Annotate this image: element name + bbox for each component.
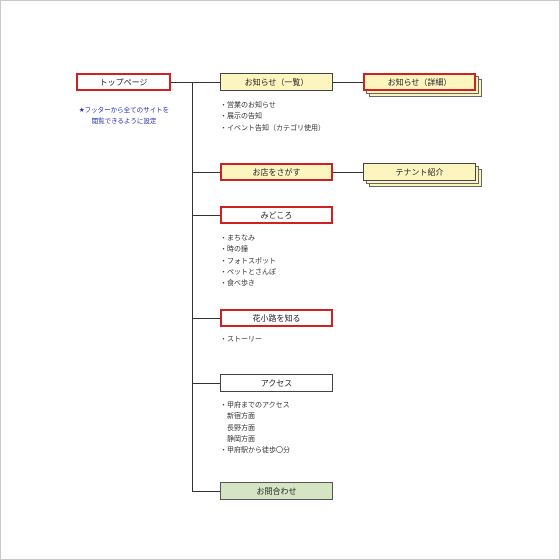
node-top-page: トップページ xyxy=(76,73,171,91)
connector-to-highlights xyxy=(192,215,220,216)
about-list: ・ストーリー xyxy=(220,334,262,345)
connector-trunk xyxy=(192,82,193,491)
node-news-list: お知らせ（一覧） xyxy=(220,73,333,91)
connector-to-access xyxy=(192,383,220,384)
list-item: ・イベント告知（カテゴリ使用） xyxy=(220,123,325,132)
list-item: 静岡方面 xyxy=(220,434,255,443)
list-item: ・ペットとさんぽ xyxy=(220,267,276,276)
list-item: ・営業のお知らせ xyxy=(220,101,276,109)
list-item: ・まちなみ xyxy=(220,234,255,242)
node-highlights: みどころ xyxy=(220,206,333,224)
list-item: ・甲府駅から徒歩〇分 xyxy=(220,446,290,455)
node-shops: お店をさがす xyxy=(220,163,333,181)
connector-top-to-news xyxy=(171,82,220,83)
connector-to-about xyxy=(192,318,220,319)
connector-to-shops xyxy=(192,172,220,173)
list-item: ・展示の告知 xyxy=(220,112,262,121)
list-item: ・フォトスポット xyxy=(220,256,276,265)
news-topics-list: ・営業のお知らせ ・展示の告知 ・イベント告知（カテゴリ使用） xyxy=(220,100,325,134)
connector-shops-to-tenant xyxy=(333,172,363,173)
list-item: 新宿方面 xyxy=(220,412,255,421)
access-list: ・甲府までのアクセス 新宿方面 長野方面 静岡方面 ・甲府駅から徒歩〇分 xyxy=(220,400,290,456)
footer-note-line1: ★フッターから全てのサイトを xyxy=(78,106,170,114)
footer-note: ★フッターから全てのサイトを 閲覧できるように設定 xyxy=(69,105,179,127)
node-about: 花小路を知る xyxy=(220,309,333,327)
connector-news-to-detail xyxy=(333,82,363,83)
list-item: 長野方面 xyxy=(220,423,255,432)
list-item: ・ストーリー xyxy=(220,335,262,343)
node-access: アクセス xyxy=(220,374,333,392)
highlights-list: ・まちなみ ・時の鐘 ・フォトスポット ・ペットとさんぽ ・食べ歩き xyxy=(220,233,276,289)
node-contact: お問合わせ xyxy=(220,482,333,500)
list-item: ・時の鐘 xyxy=(220,245,248,254)
list-item: ・甲府までのアクセス xyxy=(220,401,290,409)
connector-to-contact xyxy=(192,491,220,492)
list-item: ・食べ歩き xyxy=(220,279,255,288)
node-tenant: テナント紹介 xyxy=(363,163,476,181)
node-news-detail: お知らせ（詳細） xyxy=(363,73,476,91)
footer-note-line2: 閲覧できるように設定 xyxy=(91,117,157,125)
